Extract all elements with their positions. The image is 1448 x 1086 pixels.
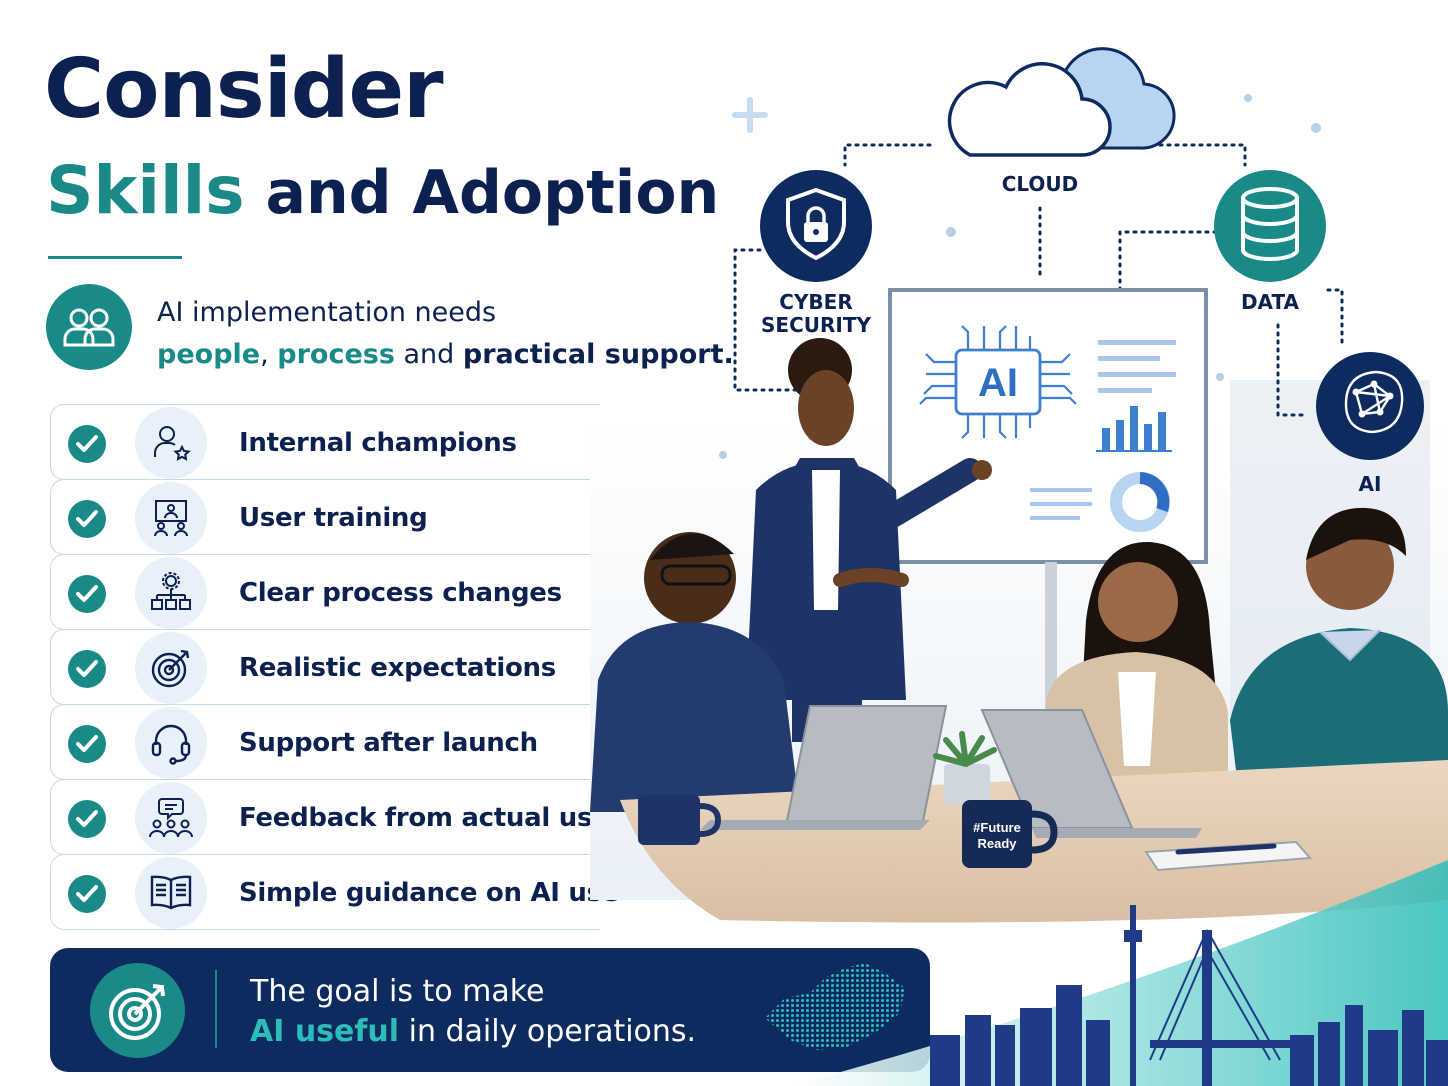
cyber-label-line-2: SECURITY [761, 313, 871, 337]
check-icon [68, 875, 106, 913]
ai-label: AI [1358, 472, 1382, 496]
plant-pot [933, 731, 997, 804]
goal-rest: in daily operations. [399, 1014, 697, 1049]
goal-line-1: The goal is to make [250, 974, 545, 1009]
goal-banner: The goal is to make AI useful in daily o… [50, 948, 930, 1072]
cyber-security-label: CYBER SECURITY [751, 291, 881, 337]
intro-line-1: AI implementation needs [157, 297, 497, 328]
check-icon [68, 800, 106, 838]
cloud-icon [947, 47, 1176, 157]
list-item: Internal champions [50, 404, 600, 480]
intro-sep-1: , [260, 339, 278, 370]
subtitle-accent: Skills [46, 152, 245, 229]
process-gear-icon [135, 557, 207, 629]
target-icon [135, 632, 207, 704]
adoption-checklist: Internal champions User training Clear p… [50, 404, 637, 930]
title-divider [48, 256, 182, 259]
check-icon [68, 575, 106, 613]
list-item: Simple guidance on AI use [50, 854, 619, 930]
intro-people: people [157, 339, 261, 370]
future-ready-mug: #Future Ready [962, 800, 1058, 868]
book-icon [135, 857, 207, 929]
intro-sep-2: and [394, 339, 463, 370]
page-subtitle: Skills and Adoption [46, 152, 719, 229]
neural-network-icon [1316, 352, 1424, 460]
checklist-label: Realistic expectations [239, 653, 556, 683]
intro-support: practical support. [462, 339, 734, 370]
laptop-right [980, 709, 1202, 838]
list-item: Support after launch [50, 704, 600, 780]
mug-left [638, 795, 722, 845]
cyber-label-line-1: CYBER [779, 290, 853, 314]
mug-text-1: #Future [973, 820, 1021, 835]
dotted-map-icon [765, 963, 905, 1050]
check-icon [68, 650, 106, 688]
checklist-label: User training [239, 503, 428, 533]
target-arrow-icon [90, 963, 185, 1058]
page-title: Consider [44, 42, 444, 137]
checklist-label: Simple guidance on AI use [239, 878, 620, 908]
list-item: User training [50, 479, 600, 555]
laptop-left [700, 705, 948, 830]
goal-text: The goal is to make AI useful in daily o… [250, 972, 696, 1052]
intro-line-2: people, process and practical support. [157, 334, 734, 376]
intro-process: process [277, 339, 395, 370]
presentation-screen: AI [888, 288, 1208, 742]
screen-ai-label: AI [978, 361, 1018, 405]
seated-woman-right [1046, 541, 1228, 802]
checklist-label: Feedback from actual users [239, 803, 638, 833]
donut-chart-icon [1110, 472, 1170, 532]
checklist-label: Support after launch [239, 728, 538, 758]
headset-icon [135, 707, 207, 779]
cloud-label: CLOUD [1001, 172, 1079, 196]
team-scene: AI [590, 0, 1448, 1086]
city-skyline [930, 905, 1448, 1086]
intro-text: AI implementation needs people, process … [157, 292, 734, 376]
checklist-label: Clear process changes [239, 578, 562, 608]
person-star-icon [135, 407, 207, 479]
people-group-icon [46, 284, 132, 370]
list-item: Realistic expectations [50, 629, 600, 705]
seated-man-left [590, 532, 800, 812]
mug-text-2: Ready [977, 836, 1017, 851]
presenter-figure [746, 338, 992, 742]
check-icon [68, 500, 106, 538]
database-icon [1214, 170, 1326, 282]
checklist-label: Internal champions [239, 428, 517, 458]
presentation-icon [135, 482, 207, 554]
goal-line-2: AI useful in daily operations. [250, 1012, 696, 1052]
list-item: Clear process changes [50, 554, 600, 630]
ai-chip-icon [919, 325, 1077, 439]
data-label: DATA [1240, 290, 1300, 314]
goal-divider [215, 970, 217, 1048]
goal-emphasis: AI useful [250, 1014, 400, 1049]
check-icon [68, 425, 106, 463]
scene-illustration: AI [590, 47, 1448, 1086]
bar-chart-icon [1096, 406, 1172, 452]
list-item: Feedback from actual users [50, 779, 637, 855]
shield-lock-icon [760, 170, 872, 282]
subtitle-rest: and Adoption [244, 158, 720, 228]
notebook [1144, 840, 1313, 872]
feedback-group-icon [135, 782, 207, 854]
check-icon [68, 725, 106, 763]
